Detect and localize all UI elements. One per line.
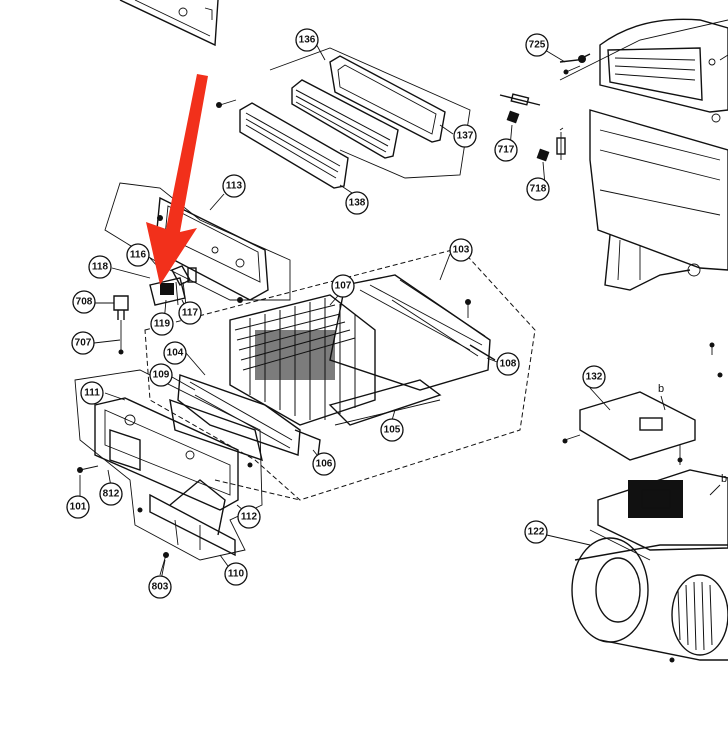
callout-110: 110 [224, 562, 248, 586]
callout-label: 138 [349, 198, 366, 209]
callout-label: 112 [241, 512, 258, 523]
bracket-132 [562, 391, 696, 465]
blower-housing [559, 18, 728, 291]
callout-116: 116 [126, 243, 150, 267]
callout-106: 106 [312, 452, 336, 476]
callout-label: 107 [335, 281, 352, 292]
callout-118: 118 [88, 255, 112, 279]
callout-136: 136 [295, 28, 319, 52]
bracket-113 [104, 182, 291, 301]
part-725-screw [559, 53, 591, 75]
callout-717: 717 [494, 138, 518, 162]
callout-label: 116 [130, 250, 147, 261]
gasket-assembly [216, 47, 471, 189]
base-105 [328, 379, 442, 426]
callout-label: 113 [226, 181, 243, 192]
callout-label: 101 [70, 502, 87, 513]
callout-label: 708 [76, 297, 93, 308]
callout-105: 105 [380, 418, 404, 442]
callout-725: 725 [525, 33, 549, 57]
callout-119: 119 [150, 312, 174, 336]
letter-marks: b b [658, 383, 727, 485]
callout-label: 118 [92, 262, 109, 273]
callout-132: 132 [582, 365, 606, 389]
callout-122: 122 [524, 520, 548, 544]
callouts: 136 137 138 725 717 718 113 103 116 118 … [66, 28, 606, 599]
callout-label: 104 [167, 348, 184, 359]
highlight-arrow [146, 74, 208, 285]
callout-803: 803 [148, 575, 172, 599]
misc-screws-right [709, 342, 723, 378]
callout-label: 707 [75, 338, 92, 349]
fan-122 [571, 537, 728, 663]
callout-label: 103 [453, 245, 470, 256]
burner-107 [229, 294, 376, 426]
callout-718: 718 [526, 177, 550, 201]
frame-103 [329, 274, 491, 391]
callout-label: 136 [299, 35, 316, 46]
callout-708: 708 [72, 290, 96, 314]
callout-label: 119 [154, 319, 171, 330]
part-708-707 [113, 295, 129, 355]
screws [77, 297, 253, 576]
callout-101: 101 [66, 495, 90, 519]
callout-111: 111 [80, 381, 104, 405]
top-cabinet-part [119, 0, 219, 47]
callout-103: 103 [449, 238, 473, 262]
callout-label: 718 [530, 184, 547, 195]
rail-108 [469, 344, 496, 361]
callout-label: 132 [586, 372, 603, 383]
callout-label: 105 [384, 425, 401, 436]
callout-label: 717 [498, 145, 515, 156]
callout-104: 104 [163, 341, 187, 365]
callout-label: 137 [457, 131, 474, 142]
leader-lines [79, 41, 721, 586]
callout-label: 106 [316, 459, 333, 470]
callout-label: 812 [103, 489, 120, 500]
callout-107: 107 [331, 274, 355, 298]
heat-exchanger-group [144, 247, 536, 501]
callout-109: 109 [149, 363, 173, 387]
callout-label: 117 [182, 308, 199, 319]
letter-b: b [721, 473, 727, 485]
callout-137: 137 [453, 124, 477, 148]
callout-label: 109 [153, 370, 170, 381]
callout-label: 111 [84, 388, 100, 399]
letter-b: b [658, 383, 664, 395]
callout-707: 707 [71, 331, 95, 355]
fan-base [589, 469, 728, 561]
callout-label: 110 [228, 569, 245, 580]
front-panel-group [74, 369, 263, 561]
callout-label: 803 [152, 582, 169, 593]
callout-label: 108 [500, 359, 517, 370]
callout-label: 122 [528, 527, 545, 538]
callout-label: 725 [529, 40, 546, 51]
sensor-cluster [149, 265, 197, 306]
part-717-sensor [499, 93, 541, 124]
callout-112: 112 [237, 505, 261, 529]
part-718-sensor [536, 127, 566, 162]
callout-108: 108 [496, 352, 520, 376]
rail-106 [294, 429, 321, 457]
callout-812: 812 [99, 482, 123, 506]
callout-113: 113 [222, 174, 246, 198]
callout-117: 117 [178, 301, 202, 325]
callout-138: 138 [345, 191, 369, 215]
